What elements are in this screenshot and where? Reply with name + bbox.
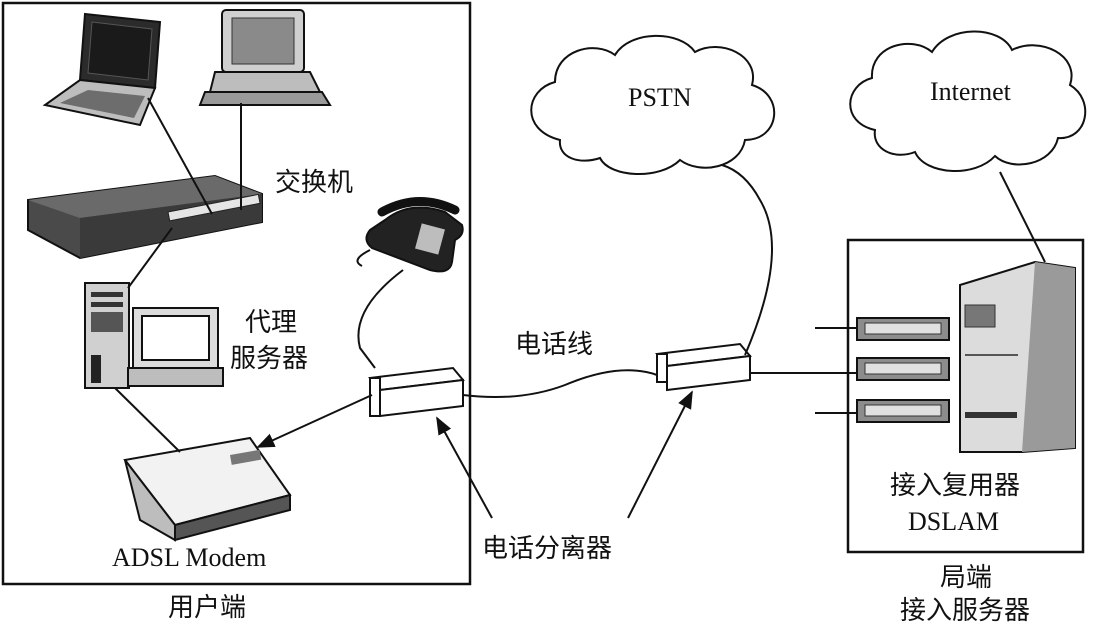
telephone-icon bbox=[356, 197, 464, 273]
user-side-label: 用户端 bbox=[168, 593, 247, 623]
switch-label: 交换机 bbox=[275, 168, 354, 198]
arrow-splitter-modem bbox=[256, 394, 373, 448]
laptop-icon bbox=[42, 12, 162, 127]
line-card bbox=[856, 399, 950, 423]
phone-splitter-user bbox=[368, 366, 465, 418]
cloud-icon bbox=[849, 30, 1087, 172]
desktop-computer-icon bbox=[198, 9, 332, 106]
phone-line-label: 电话线 bbox=[515, 330, 594, 360]
line-card bbox=[856, 317, 950, 341]
modem-label: ADSL Modem bbox=[112, 543, 267, 572]
phone-splitter-office bbox=[655, 342, 752, 392]
phone-line-cable bbox=[462, 369, 658, 399]
arrow-label-splitter-office bbox=[627, 390, 693, 519]
network-switch-icon bbox=[27, 174, 263, 260]
dslam-label-line2: DSLAM bbox=[908, 507, 1000, 536]
internet-label: Internet bbox=[930, 77, 1011, 106]
user-side-frame bbox=[1, 1, 472, 586]
cable-dslam-internet bbox=[999, 171, 1046, 263]
adsl-modem-icon bbox=[123, 436, 292, 542]
splitter-label: 电话分离器 bbox=[482, 534, 613, 564]
pstn-label: PSTN bbox=[628, 83, 692, 112]
cloud-icon bbox=[530, 34, 776, 176]
office-label-line1: 局端 bbox=[940, 563, 993, 593]
arrow-label-splitter-user bbox=[436, 416, 493, 519]
dslam-rack-icon bbox=[856, 260, 1076, 453]
cable-laptop-switch bbox=[147, 97, 213, 215]
proxy-label-line2: 服务器 bbox=[230, 344, 309, 374]
proxy-label-line1: 代理 bbox=[245, 308, 298, 338]
office-label-line2: 接入服务器 bbox=[900, 596, 1031, 626]
dslam-label-line1: 接入复用器 bbox=[890, 471, 1021, 501]
office-side-frame bbox=[846, 238, 1085, 554]
cable-phone-splitter bbox=[357, 269, 404, 369]
proxy-server-icon bbox=[84, 282, 224, 389]
cable-splitter-pstn bbox=[721, 164, 773, 356]
line-card bbox=[856, 357, 950, 381]
cable-proxy-switch bbox=[127, 227, 173, 289]
cable-proxy-modem bbox=[114, 387, 181, 453]
